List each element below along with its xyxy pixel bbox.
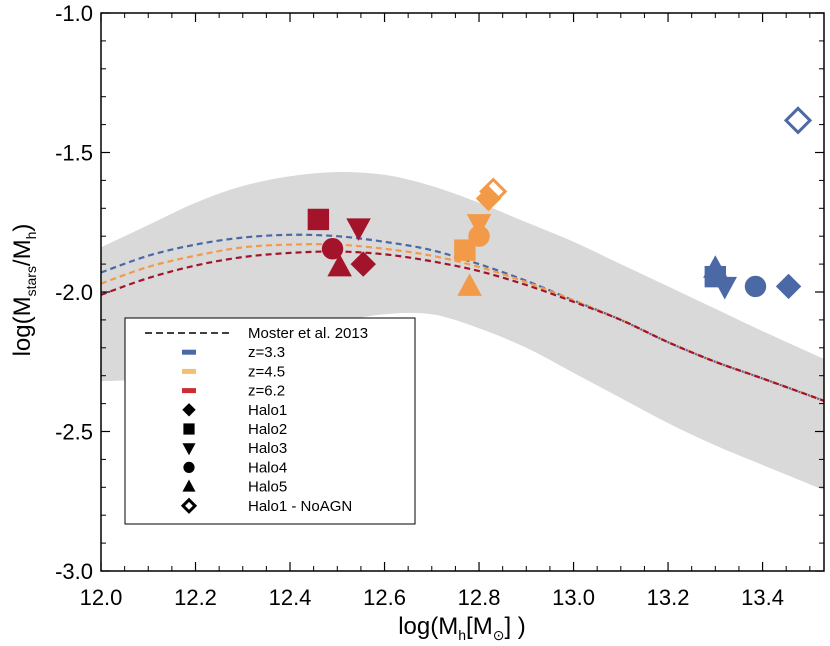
legend-marker-triangle-up — [182, 479, 196, 492]
point-halo2-45 — [454, 239, 476, 261]
point-halo4-45 — [468, 225, 490, 247]
point-halo3-45 — [466, 214, 492, 237]
x-tick-label: 13.0 — [552, 585, 595, 610]
moster-band — [101, 171, 824, 491]
tick-labels: 12.0 12.2 12.4 12.6 12.8 13.0 13.2 13.4 -1.0 -1.5… — [55, 1, 784, 610]
point-halo1-62 — [350, 251, 376, 277]
halo-points-layer — [307, 106, 813, 300]
x-tick-label: 12.6 — [363, 585, 406, 610]
legend-marker-circle — [183, 461, 195, 473]
point-halo5-33 — [703, 255, 728, 278]
y-tick-label: -2.0 — [55, 280, 93, 305]
moster-line-z45 — [101, 243, 824, 402]
legend-color-bar — [182, 368, 196, 374]
moster-band-layer — [101, 171, 824, 491]
point-halo1-noagn-33 — [783, 106, 813, 135]
legend-marker-square — [183, 423, 195, 435]
legend-label: Halo3 — [248, 440, 287, 457]
y-tick-label: -3.0 — [55, 559, 93, 584]
x-tick-label: 12.4 — [269, 585, 312, 610]
legend-label: Halo1 — [248, 402, 287, 419]
legend-label: Halo4 — [248, 459, 287, 476]
legend-label: Halo1 - NoAGN — [248, 498, 352, 515]
legend-color-bar — [182, 349, 196, 355]
x-tick-label: 12.2 — [174, 585, 217, 610]
legend-label: z=3.3 — [248, 344, 285, 361]
point-halo3-33 — [712, 276, 738, 300]
x-tick-label: 12.0 — [80, 585, 123, 610]
legend-label: Moster et al. 2013 — [248, 325, 368, 342]
legend-label: Halo5 — [248, 479, 287, 496]
legend: Moster et al. 2013 z=3.3 z=4.5 z=6.2Halo1Ha… — [124, 317, 416, 525]
point-halo5-45 — [457, 273, 482, 296]
legend-label: z=6.2 — [248, 383, 285, 400]
point-halo4-62 — [321, 238, 344, 260]
point-halo1-noagn-45 — [479, 177, 508, 206]
point-halo2-62 — [307, 208, 330, 231]
moster-line-z62 — [101, 250, 824, 402]
x-tick-label: 13.2 — [647, 585, 690, 610]
y-tick-label: -1.5 — [55, 141, 93, 166]
legend-marker-diamond — [182, 403, 196, 417]
y-tick-label: -1.0 — [55, 1, 93, 26]
legend-label: Halo2 — [248, 421, 287, 438]
y-tick-label: -2.5 — [55, 420, 93, 445]
legend-marker-diamond — [180, 497, 198, 514]
x-tick-label: 12.8 — [458, 585, 501, 610]
x-axis-label: log(Mh[M⊙] ) — [398, 613, 526, 643]
point-halo5-62 — [327, 253, 352, 277]
legend-marker-triangle-down — [182, 443, 196, 456]
point-halo4-33 — [744, 275, 767, 298]
axis-ticks — [100, 12, 824, 572]
x-tick-label: 13.4 — [741, 585, 784, 610]
legend-box — [124, 317, 416, 525]
legend-color-bar — [182, 388, 196, 394]
legend-label: z=4.5 — [248, 363, 285, 380]
point-halo3-62 — [346, 218, 371, 241]
point-halo1-33 — [775, 273, 802, 300]
y-axis-label: log(Mstars/Mh) — [9, 224, 39, 357]
